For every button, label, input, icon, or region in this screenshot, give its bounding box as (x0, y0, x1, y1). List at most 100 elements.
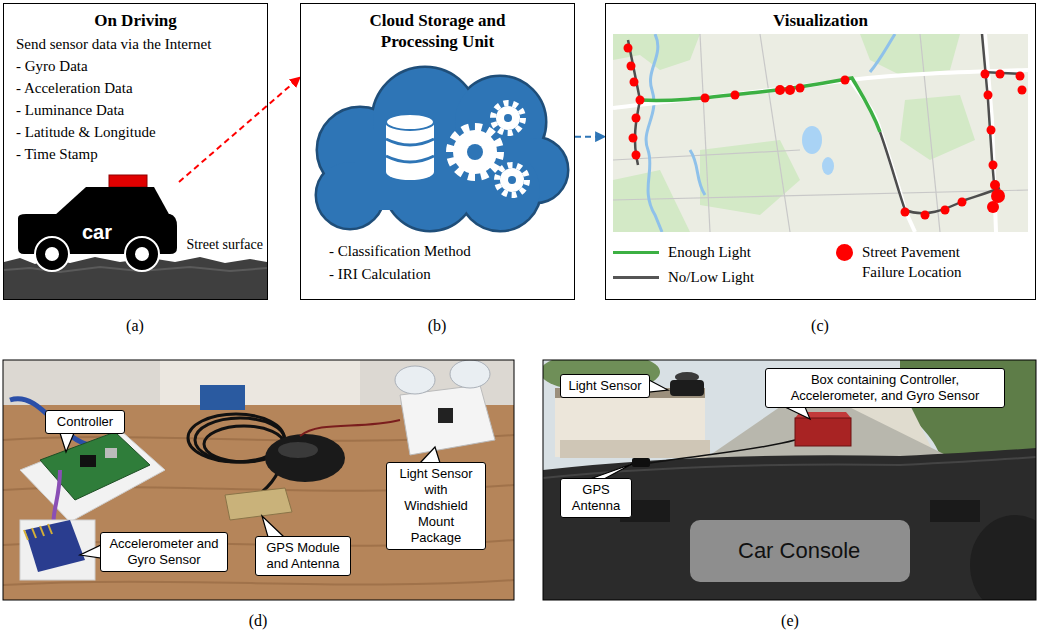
gears-icon-part (450, 127, 500, 177)
car-interior-photo-part (632, 458, 650, 467)
database-icon-part (386, 114, 434, 130)
body-text: - IRI Calculation (329, 263, 431, 285)
car-interior-photo-part (700, 400, 960, 462)
street-map-part-part (991, 189, 1005, 203)
gears-icon (450, 103, 527, 195)
photo-frame (543, 360, 1036, 600)
car-interior-photo-part (795, 418, 851, 446)
callout-tail-part (80, 545, 101, 558)
car-interior-photo-part (543, 457, 1036, 478)
dashed-arrow (179, 77, 300, 182)
callout-text: Light Sensor (566, 378, 644, 394)
hardware-photo-part (438, 408, 453, 423)
car-interior-photo-part (930, 500, 980, 522)
street-map-part-part (700, 34, 710, 232)
car-wheel (125, 237, 159, 271)
panel-caption: (b) (428, 316, 447, 335)
car-wheel (35, 237, 69, 271)
street-map-part-part (982, 34, 995, 195)
street-map-part-part (613, 150, 800, 160)
gears-icon-part (508, 176, 516, 184)
hardware-photo-part-part (48, 524, 52, 534)
legend-line (613, 251, 659, 254)
panel-box: On DrivingSend sensor data via the Inter… (3, 3, 268, 300)
sensor-box (109, 175, 147, 187)
street-map-part-part (860, 34, 960, 75)
hardware-photo-part (278, 442, 318, 458)
cloud-shape-part (317, 68, 567, 230)
body-text: - Luminance Data (4, 99, 267, 121)
hardware-photo-part (225, 488, 292, 520)
callout-tail-part (262, 516, 284, 537)
legend-dot (836, 244, 853, 261)
street-map-part-part (981, 70, 990, 79)
hardware-photo-part (105, 448, 117, 458)
callout-text: Controller (51, 414, 119, 430)
hardware-photo-part (395, 366, 435, 394)
car-hub (135, 247, 149, 261)
callout-box: Light Sensor with Windshield Mount Packa… (386, 462, 486, 550)
gears-icon-part (496, 106, 520, 130)
legend-text: Street Pavement Failure Location (862, 242, 987, 282)
street-map-part (646, 34, 895, 232)
callout-text: Light Sensor with Windshield Mount Packa… (392, 466, 480, 546)
photo-frame (3, 360, 514, 600)
hardware-photo-part (20, 430, 165, 522)
legend-text: Enough Light (668, 242, 751, 262)
street-map-part-part (987, 201, 999, 213)
street-map-part-part (850, 80, 915, 232)
car-interior-photo-part (543, 448, 1036, 600)
panel-box: Cloud Storage and Processing Unit - Class… (300, 3, 575, 300)
street-map-part-part (841, 76, 850, 85)
body-text: - Acceleration Data (4, 77, 267, 99)
car-label: car (64, 220, 130, 244)
body-text: - Time Stamp (4, 143, 267, 165)
street-map-part-part (624, 44, 633, 53)
legend-line (613, 276, 659, 279)
street-map-part (613, 34, 1028, 232)
callout-box: Light Sensor (560, 374, 650, 398)
callout-tail-part (60, 433, 74, 452)
street-map-part-part (989, 161, 998, 170)
gears-icon-part (497, 165, 527, 195)
callout-box: Accelerometer and Gyro Sensor (100, 532, 228, 572)
street-map-part-part (690, 150, 705, 195)
body-text: - Gyro Data (4, 55, 267, 77)
street-map-part-part (613, 70, 1028, 108)
heading-text: Cloud Storage and Processing Unit (348, 10, 528, 52)
body-text: - Classification Method (329, 240, 471, 262)
heading-text: Visualization (606, 10, 1035, 31)
street-map-part (613, 34, 1028, 232)
street-map (613, 34, 1028, 232)
street-map-part-part (636, 96, 645, 105)
hardware-photo-part (25, 520, 85, 572)
callout-tail-part (649, 380, 668, 392)
street-map-part-part (701, 94, 710, 103)
callout-text: GPS Antenna (566, 482, 626, 514)
street-map-part-part (627, 62, 636, 71)
hardware-photo-part (265, 434, 345, 482)
car-interior-photo-part (690, 520, 910, 582)
cloud-shape-part (317, 68, 567, 230)
callout-tail-part (590, 464, 632, 479)
street-map-part-part (880, 132, 1000, 213)
hardware-photo-part (450, 360, 490, 388)
street-map-part (613, 34, 975, 232)
car-shape: car (14, 174, 179, 274)
panel-caption: (c) (811, 316, 829, 335)
car-interior-photo-part (560, 440, 710, 458)
street-map-part-part (990, 180, 1000, 190)
callout-box: Box containing Controller, Accelerometer… (765, 368, 1005, 408)
street-map-part (624, 44, 1027, 220)
street-map-part-part (775, 85, 785, 95)
car-interior-photo-part (670, 380, 704, 396)
street-map-part-part (984, 91, 993, 100)
street-map-part-part (921, 211, 930, 220)
car-interior-photo-part (543, 360, 1036, 600)
hardware-photo-part-part (32, 528, 36, 538)
panel-caption: (a) (126, 316, 144, 335)
car-cabin (54, 187, 170, 216)
street-map-part-part (629, 134, 638, 143)
street-map-part-part (1018, 86, 1027, 95)
